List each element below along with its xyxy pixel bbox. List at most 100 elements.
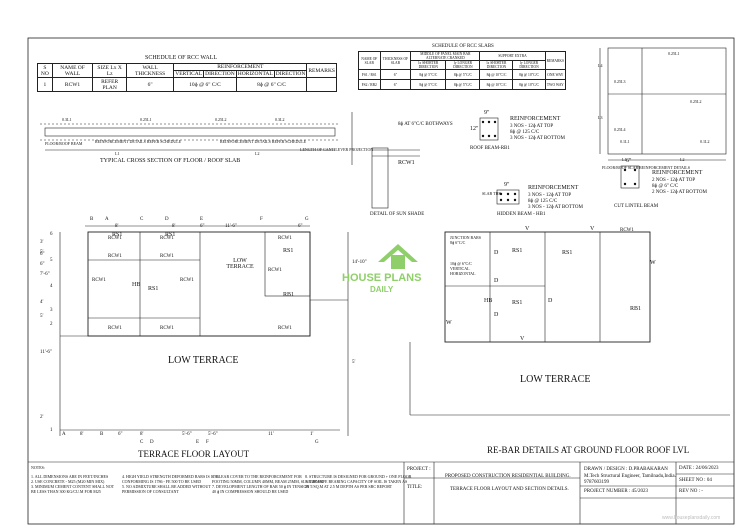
- cs-label: REINFORCEMENT DETAILS REFER SCHEDULE: [95, 139, 182, 144]
- project-name: PROPOSED CONSTRUCTION RESIDENTIAL BUILDI…: [445, 474, 571, 479]
- notes-col4: 8. STRUCTURE IS DESIGNED FOR GROUND + ON…: [305, 474, 411, 489]
- tl-bottom-dim: 8': [80, 432, 84, 437]
- rcc-wall-subheader: DIRECTION: [273, 70, 308, 78]
- tl-grid: G: [305, 217, 309, 222]
- lintel-size: 6": [626, 158, 632, 164]
- rcc-slab-header: MIDDLE OF PANEL MAIN BAR ALTERNATE CRANK…: [410, 51, 481, 61]
- rcc-slab-cell: 8ɸ @ 10"C/C: [512, 69, 546, 80]
- note-line: 6. CLEAR COVER TO THE REINFORCEMENT FOR: [212, 474, 302, 479]
- hidden-beam-title: HIDDEN BEAM - HB1: [497, 212, 546, 217]
- rcc-slab-cell: FS2 / RB2: [358, 79, 381, 90]
- tl-room: RB1: [283, 292, 295, 298]
- slab-details-title: FLOOR/ROOF SLAB REINFORCEMENT DETAILS: [602, 165, 690, 170]
- tl-grid: F: [260, 217, 263, 222]
- tl-grid: D: [165, 217, 169, 222]
- rcc-wall-table: S NO NAME OF WALL SIZE Lx X Lz WALL THIC…: [37, 63, 337, 92]
- tl-dim: 6": [298, 224, 303, 229]
- rb-size-d: 12": [470, 126, 479, 132]
- rcc-wall-cell: REFER PLAN: [92, 77, 127, 92]
- rb-mark: RS1: [512, 300, 523, 306]
- rcc-wall-cell: 1: [37, 77, 53, 92]
- notes-title: NOTES:: [31, 465, 45, 470]
- rcc-slab-cell: 8ɸ @ 10"C/C: [479, 79, 514, 90]
- lintel-line: 2 NOS - 12ɸ AT TOP: [652, 178, 696, 183]
- tl-left-dim: 7'-6": [40, 272, 50, 277]
- note-line: 3. MINIMUM CEMENT CONTENT SHALL NOT: [31, 484, 115, 489]
- engineer-qual: M.Tech Structural Engineer, Tamilnadu,In…: [584, 474, 676, 479]
- rb-mark: RB1: [630, 306, 642, 312]
- tl-wall: RCW1: [92, 278, 106, 283]
- sunshade-label: 8ɸ AT 6"C/C BOTHWAYS: [398, 122, 453, 127]
- rcc-slab-cell: 8ɸ @ 5"C/C: [410, 79, 447, 90]
- rb-note: JUNCTION BARS: [450, 235, 482, 240]
- rcc-slab-cell: 8ɸ @ 5"C/C: [445, 79, 481, 90]
- revision-number: REV NO : -: [679, 489, 703, 494]
- rb-mark: V: [525, 226, 530, 232]
- tl-bottom-grid: C: [140, 440, 144, 445]
- cs-label: 0.25L1: [140, 117, 152, 122]
- rcc-slab-header: SUPPORT EXTRA: [479, 51, 546, 61]
- rcc-slab-subheader: ly LONGER DIRECTION: [445, 60, 481, 70]
- tl-bottom-grid: E: [196, 440, 200, 445]
- cross-section-title: TYPICAL CROSS SECTION OF FLOOR / ROOF SL…: [100, 158, 241, 164]
- tl-bottom-dim: 6": [118, 432, 123, 437]
- rcc-slab-subheader: lx SHORTER DIRECTION: [479, 60, 514, 70]
- rb-line: 3 NOS - 12ɸ AT TOP: [510, 124, 554, 129]
- note-line: 1. ALL DIMENSIONS ARE IN FEET/INCHES: [31, 474, 109, 479]
- tl-wall: RCW1: [160, 326, 174, 331]
- sunshade-wall: RCW1: [398, 160, 415, 166]
- sd-label: L2: [680, 157, 685, 162]
- tl-wall: RCW1: [160, 254, 174, 259]
- tl-low-terrace-b: LOW TERRACE: [168, 355, 239, 366]
- note-line: 8. STRUCTURE IS DESIGNED FOR GROUND + ON…: [305, 474, 412, 479]
- rcc-slab-subheader: ly LONGER DIRECTION: [512, 60, 546, 70]
- watermark-url: www.houseplansdaily.com: [662, 515, 721, 521]
- sd-label: L1: [622, 157, 627, 162]
- rebar-title: RE-BAR DETAILS AT GROUND FLOOR ROOF LVL: [487, 445, 690, 455]
- tl-left-dim: 2': [40, 415, 44, 420]
- tl-left-grid: 5: [50, 258, 53, 263]
- cs-label: 0.3L2: [275, 117, 285, 122]
- rb-mark: RCW1: [620, 228, 634, 233]
- title-label: TITLE:: [407, 485, 423, 490]
- rcc-slab-cell: 8ɸ @ 10"C/C: [512, 79, 546, 90]
- tl-right-dim: 14'-10": [352, 260, 367, 265]
- rcc-wall-cell: 8ɸ @ 6" C/C: [235, 77, 308, 92]
- rb-mark: D: [548, 298, 553, 304]
- hb-line: 3 NOS - 12ɸ AT TOP: [528, 193, 572, 198]
- tl-room: HB: [132, 282, 141, 288]
- tl-room: RS1: [165, 232, 176, 238]
- rcc-slab-cell: 6": [379, 79, 412, 90]
- hb-side: SLAB THK: [482, 191, 502, 196]
- tl-wall: RCW1: [108, 254, 122, 259]
- notes-col2: 4. HIGH YIELD STRENGTH DEFORMED BARS IS …: [122, 474, 219, 494]
- tl-wall: RCW1: [278, 326, 292, 331]
- tl-room: RS1: [283, 248, 294, 254]
- tl-wall: RCW1: [180, 278, 194, 283]
- tl-left-grid: 2: [50, 322, 53, 327]
- rcc-slab-header: NAME OF SLAB: [358, 51, 381, 70]
- note-line: FOOTING 50MM, COLUMN 40MM, BEAM 25MM, SL…: [212, 479, 324, 484]
- tl-left-grid: 1: [50, 428, 53, 433]
- rcc-slab-cell: TWO WAY: [544, 79, 567, 90]
- note-line: 2. USE CONCRETE - M25 (M20 MIN MIX): [31, 479, 105, 484]
- watermark-line1: HOUSE PLANS: [342, 272, 422, 284]
- note-line: 4. HIGH YIELD STRENGTH DEFORMED BARS IS …: [122, 474, 219, 479]
- rcc-wall-cell: 10ɸ @ 6" C/C: [173, 77, 237, 92]
- tl-dim: 8': [172, 224, 176, 229]
- rcc-slab-cell: FS1 / RS1: [358, 69, 381, 80]
- lintel-line: 8ɸ @ 6" C/C: [652, 184, 679, 189]
- rcc-slab-cell: 8ɸ @ 10"C/C: [479, 69, 514, 80]
- terrace-layout-title: TERRACE FLOOR LAYOUT: [138, 449, 250, 459]
- note-line: 20 T/SQ.M AT 2.5 M DEPTH AS PER SBC REPO…: [305, 484, 393, 489]
- hb-heading: REINFORCEMENT: [528, 185, 579, 191]
- cs-label: FLOOR/ROOF BEAM: [45, 141, 83, 146]
- tl-left-dim: 4': [40, 300, 44, 305]
- rb-mark: D: [494, 312, 499, 318]
- tl-bottom-grid: G: [315, 440, 319, 445]
- rcc-wall-header: REMARKS: [306, 63, 337, 78]
- sd-label: 0.25L1: [668, 51, 680, 56]
- hb-line: 3 NOS - 12ɸ AT BOTTOM: [528, 205, 583, 210]
- tl-bottom-dim: 5'-6": [208, 432, 218, 437]
